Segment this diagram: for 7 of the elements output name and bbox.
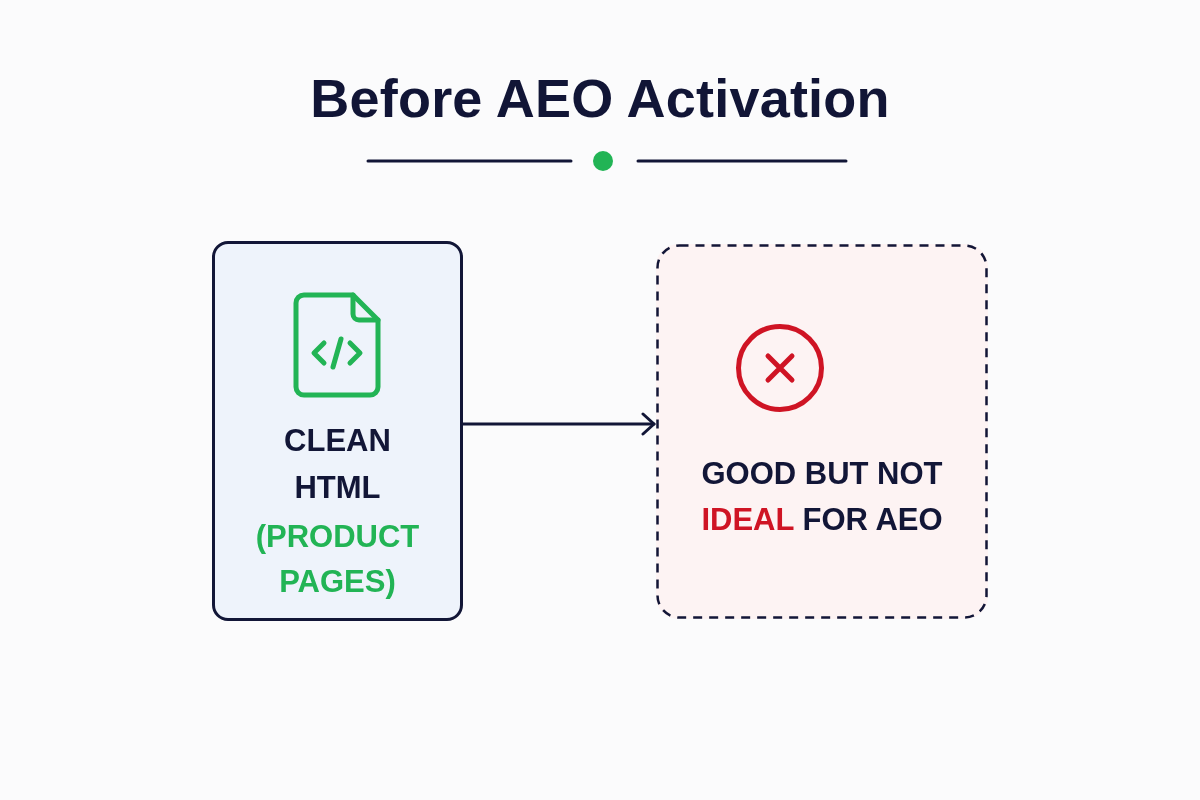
process-box <box>212 241 463 621</box>
box-heading: CLEAN HTML <box>283 422 392 507</box>
arrow <box>461 412 656 436</box>
box-subheading: (PRODUCT PAGES) <box>254 518 421 601</box>
dashed-box <box>656 244 988 619</box>
status-text: GOOD BUT NOT IDEAL FOR AEO <box>700 455 944 539</box>
diagram-title: Before AEO Activation <box>310 67 890 130</box>
